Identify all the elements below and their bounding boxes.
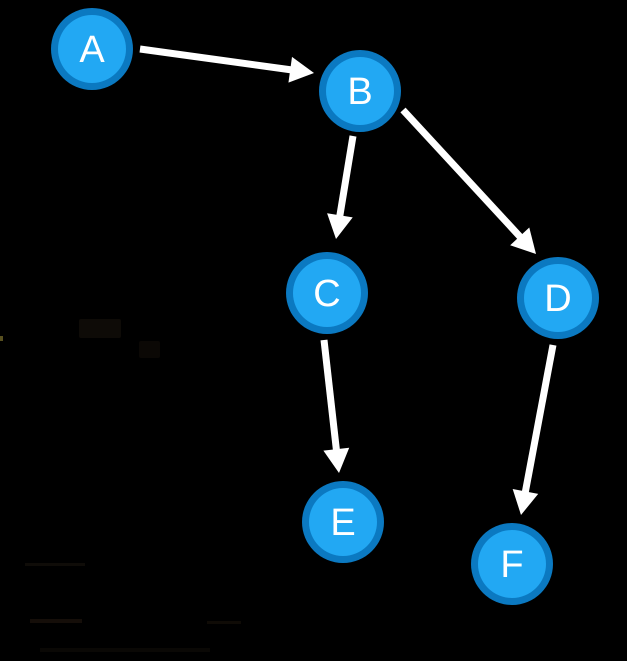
- node-C[interactable]: C: [286, 252, 368, 334]
- node-D[interactable]: D: [517, 257, 599, 339]
- edge-line-A-B: [139, 45, 293, 74]
- node-inner-circle: [478, 530, 546, 598]
- node-E[interactable]: E: [302, 481, 384, 563]
- arrowhead-icon: [510, 227, 536, 254]
- edges-layer: [139, 45, 557, 515]
- edge-line-B-D: [400, 107, 524, 241]
- arrowhead-icon: [512, 489, 539, 515]
- edge-B-D: [400, 107, 536, 254]
- node-inner-circle: [293, 259, 361, 327]
- arrowhead-icon: [288, 56, 314, 83]
- edge-line-B-C: [336, 135, 357, 218]
- node-inner-circle: [309, 488, 377, 556]
- node-F[interactable]: F: [471, 523, 553, 605]
- node-inner-circle: [58, 15, 126, 83]
- arrowhead-icon: [327, 213, 353, 239]
- edge-C-E: [320, 339, 350, 473]
- edge-B-C: [327, 135, 357, 239]
- node-inner-circle: [524, 264, 592, 332]
- node-B[interactable]: B: [319, 50, 401, 132]
- edge-line-C-E: [320, 339, 341, 452]
- edge-D-F: [512, 344, 557, 515]
- arrowhead-icon: [323, 447, 350, 473]
- edge-line-D-F: [521, 344, 557, 495]
- edge-A-B: [139, 45, 314, 83]
- node-A[interactable]: A: [51, 8, 133, 90]
- nodes-layer: A B C D E F: [51, 8, 599, 605]
- node-inner-circle: [326, 57, 394, 125]
